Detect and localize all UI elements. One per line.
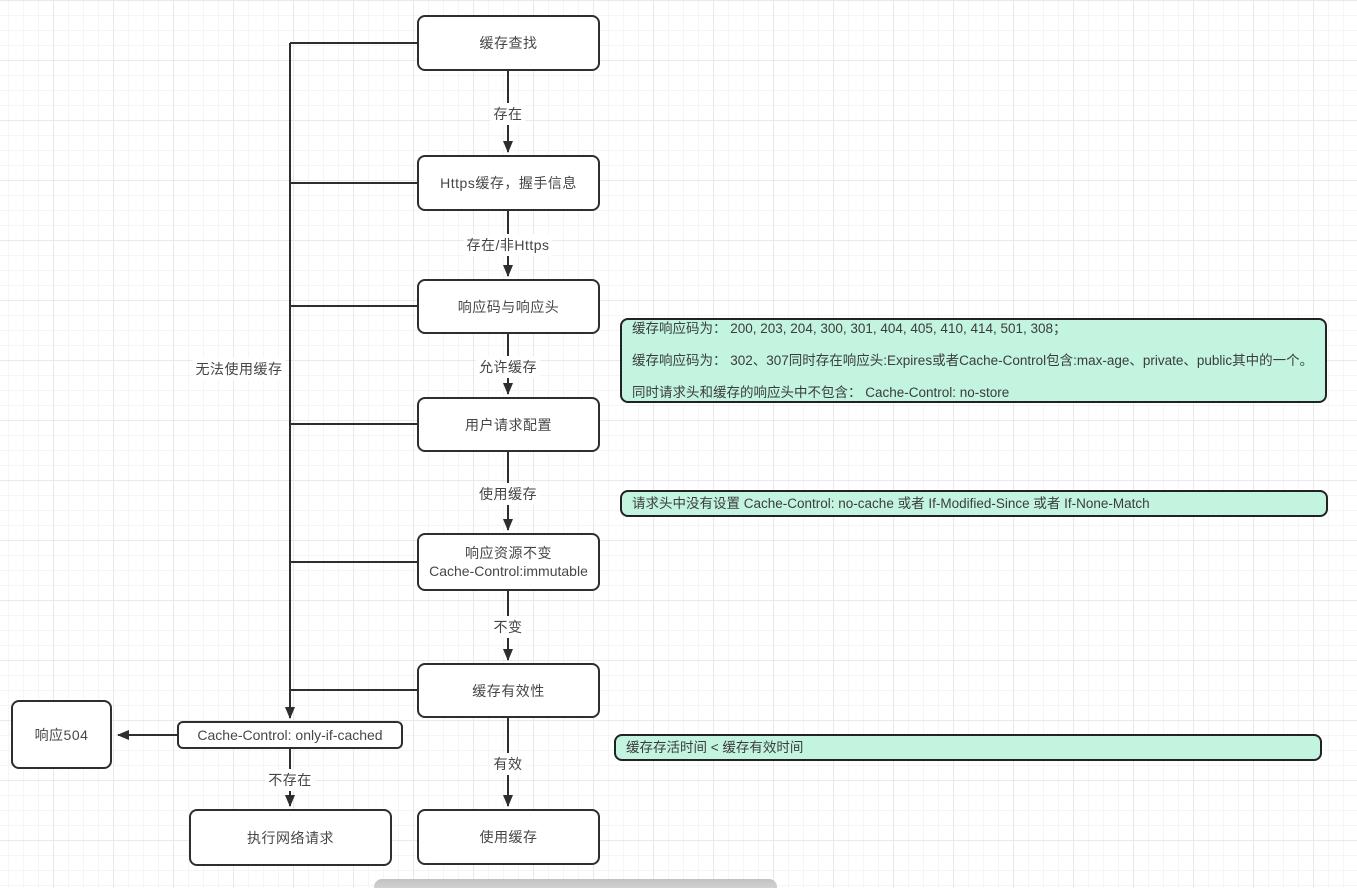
node-cache-validity-label: 缓存有效性 [472, 682, 545, 699]
node-only-if-cached-label: Cache-Control: only-if-cached [197, 727, 383, 743]
annotation-line: 缓存存活时间 < 缓存有效时间 [626, 740, 804, 755]
node-only-if-cached[interactable]: Cache-Control: only-if-cached [177, 721, 403, 749]
annotation-request-header-condition[interactable]: 请求头中没有设置 Cache-Control: no-cache 或者 If-M… [620, 490, 1328, 517]
node-execute-network-request[interactable]: 执行网络请求 [189, 809, 392, 866]
node-response-code-headers[interactable]: 响应码与响应头 [417, 279, 600, 334]
node-response-immutable-sublabel: Cache-Control:immutable [429, 563, 588, 579]
annotation-cache-ttl-condition[interactable]: 缓存存活时间 < 缓存有效时间 [614, 734, 1322, 761]
edge-label-exists[interactable]: 存在 [490, 103, 526, 125]
edge-label-exists-non-https[interactable]: 存在/非Https [463, 234, 553, 256]
node-response-immutable[interactable]: 响应资源不变 Cache-Control:immutable [417, 533, 600, 591]
node-https-cache[interactable]: Https缓存，握手信息 [417, 155, 600, 211]
annotation-line: 缓存响应码为： 200, 203, 204, 300, 301, 404, 40… [632, 320, 1067, 336]
annotation-line: 请求头中没有设置 Cache-Control: no-cache 或者 If-M… [632, 496, 1150, 511]
node-https-cache-label: Https缓存，握手信息 [440, 175, 577, 191]
node-user-request-config[interactable]: 用户请求配置 [417, 397, 600, 452]
edge-label-use-cache[interactable]: 使用缓存 [476, 483, 540, 505]
node-use-cache[interactable]: 使用缓存 [417, 809, 600, 865]
node-cache-lookup-label: 缓存查找 [479, 35, 538, 51]
annotation-cacheable-response-codes[interactable]: 缓存响应码为： 200, 203, 204, 300, 301, 404, 40… [620, 318, 1327, 403]
annotation-line: 同时请求头和缓存的响应头中不包含： Cache-Control: no-stor… [632, 384, 1010, 400]
node-user-request-config-label: 用户请求配置 [465, 416, 552, 433]
node-execute-network-request-label: 执行网络请求 [247, 829, 334, 846]
node-response-504-label: 响应504 [34, 726, 89, 743]
node-cache-validity[interactable]: 缓存有效性 [417, 663, 600, 718]
node-response-504[interactable]: 响应504 [11, 700, 112, 769]
edge-label-unchanged[interactable]: 不变 [490, 616, 526, 638]
node-response-code-headers-label: 响应码与响应头 [457, 298, 560, 315]
node-cache-lookup[interactable]: 缓存查找 [417, 15, 600, 71]
horizontal-scrollbar-thumb[interactable] [374, 879, 777, 888]
node-use-cache-label: 使用缓存 [479, 829, 538, 845]
edge-label-allow-cache[interactable]: 允许缓存 [476, 356, 540, 378]
node-response-immutable-label: 响应资源不变 [465, 545, 552, 561]
annotation-line: 缓存响应码为： 302、307同时存在响应头:Expires或者Cache-Co… [632, 352, 1314, 368]
edge-label-valid[interactable]: 有效 [490, 753, 526, 775]
edge-label-cannot-use-cache[interactable]: 无法使用缓存 [192, 358, 286, 380]
edge-label-not-exists[interactable]: 不存在 [265, 769, 315, 791]
